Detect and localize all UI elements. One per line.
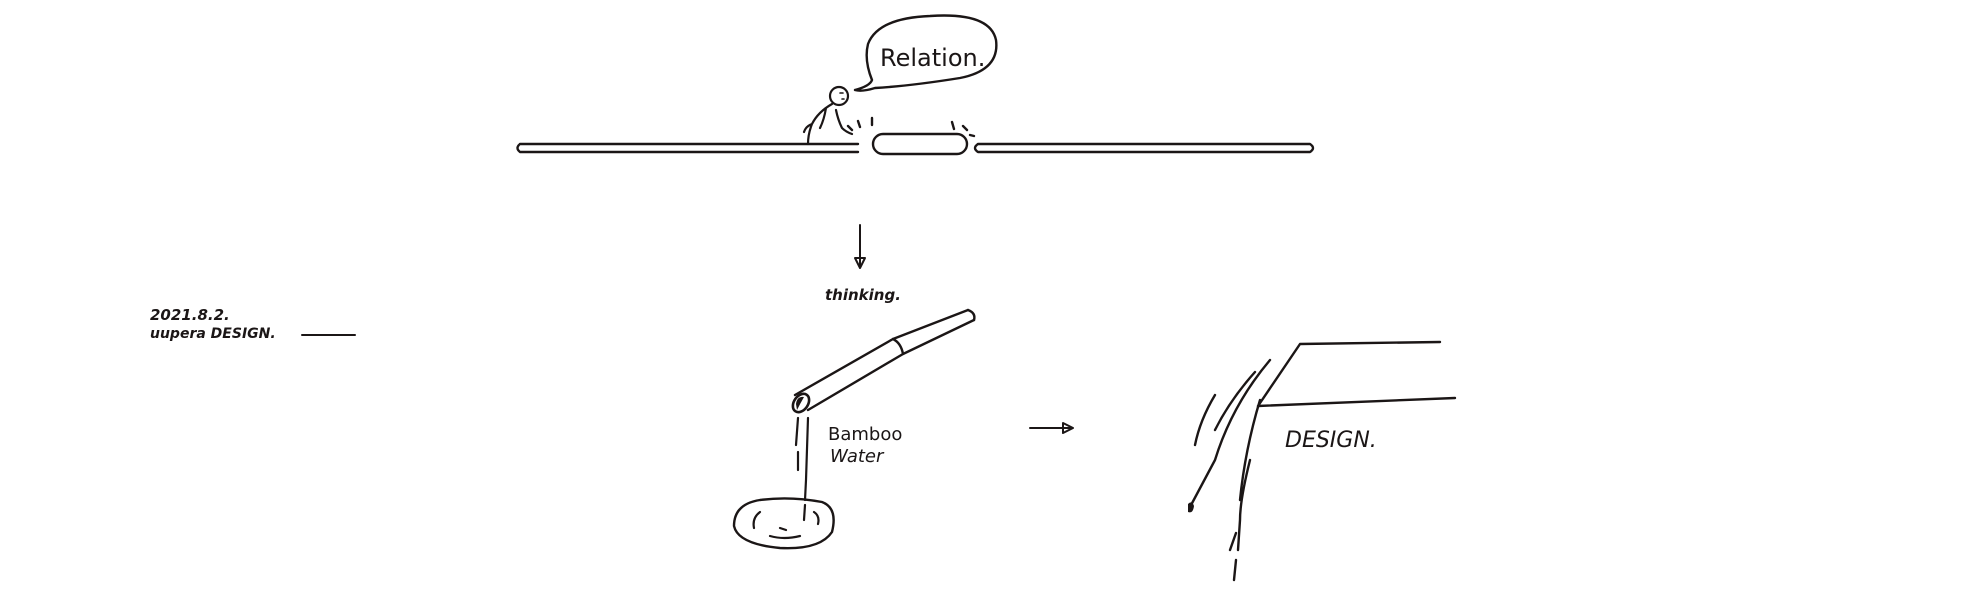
fallen-plank-piece — [873, 134, 967, 154]
bamboo-stalk — [790, 310, 975, 415]
bamboo-label: Bamboo — [828, 424, 902, 445]
right-scene: DESIGN. — [1188, 342, 1455, 580]
character-body — [804, 104, 852, 144]
signature-text: uupera DESIGN. — [150, 326, 276, 342]
bamboo-lower-edge — [808, 320, 974, 410]
design-label: DESIGN. — [1285, 428, 1377, 453]
design-water-drop — [1188, 502, 1194, 512]
middle-scene: thinking. Bamboo Water — [734, 286, 974, 548]
date-note: 2021.8.2. uupera DESIGN. — [150, 306, 355, 342]
right-arrow — [1030, 423, 1073, 433]
date-text: 2021.8.2. — [150, 306, 230, 324]
left-plank — [518, 144, 859, 152]
thinking-label: thinking. — [825, 286, 901, 304]
design-form-outline — [1258, 342, 1455, 406]
speech-bubble-text: Relation. — [880, 44, 985, 72]
water-stream — [796, 418, 808, 520]
down-arrow — [855, 225, 865, 268]
bamboo-node — [893, 339, 903, 354]
bamboo-opening-fill — [796, 397, 804, 410]
water-label: Water — [830, 446, 885, 467]
impact-marks-left — [848, 118, 872, 130]
character-eyes — [840, 93, 844, 99]
top-scene: Relation. — [518, 16, 1314, 155]
character-figure — [804, 87, 852, 144]
character-head — [830, 87, 848, 105]
puddle-inner-ring — [754, 512, 819, 538]
right-plank — [975, 144, 1313, 152]
bamboo-upper-edge — [795, 310, 968, 395]
water-puddle — [734, 498, 834, 548]
design-water-lines — [1190, 360, 1270, 580]
bamboo-opening — [790, 391, 813, 415]
bamboo-tip — [968, 310, 974, 320]
